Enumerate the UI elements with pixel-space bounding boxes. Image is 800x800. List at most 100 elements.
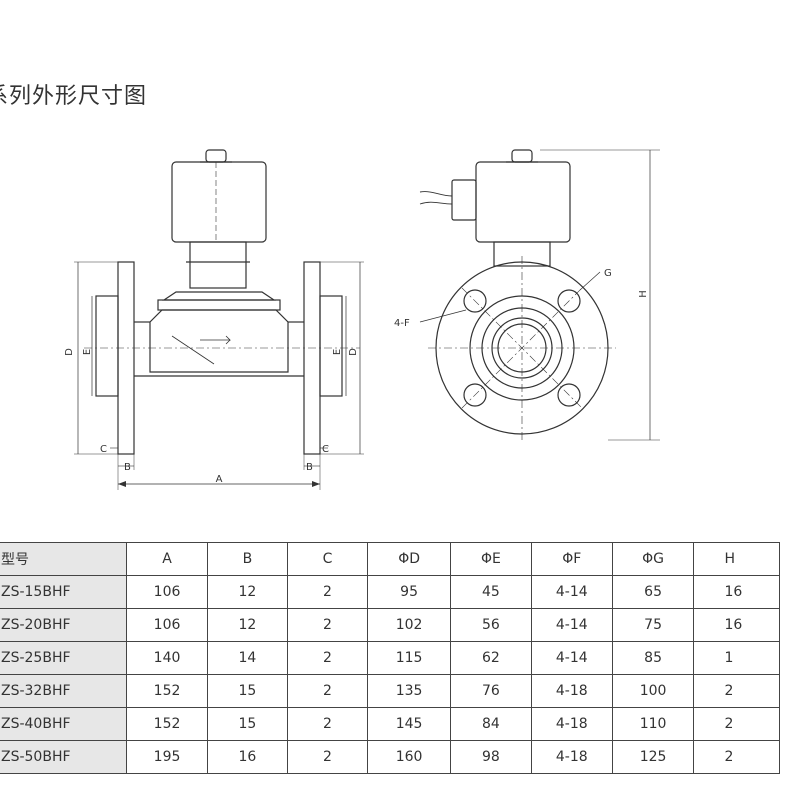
cell-b: 12: [207, 608, 288, 642]
coil-housing: [171, 161, 267, 243]
cell-d: 102: [367, 608, 451, 642]
dim-label-e-right: E: [332, 349, 343, 355]
bolt-hole: [557, 383, 581, 407]
cell-h: 1: [693, 641, 780, 675]
cell-b: 15: [207, 674, 288, 708]
cell-a: 106: [126, 608, 208, 642]
cell-model: ZS-20BHF: [0, 608, 128, 642]
header-e: ΦE: [449, 542, 532, 576]
cell-g: 110: [611, 707, 695, 741]
dimension-spec-table: 型号 A B C ΦD ΦE ΦF ΦG H ZS-15BHF 106 12 2…: [0, 542, 780, 774]
cell-f: 4-18: [530, 707, 613, 741]
valve-body: [149, 309, 289, 373]
coil-cap: [205, 149, 227, 163]
dim-label-b-right: B: [306, 462, 313, 473]
table-row: ZS-40BHF 152 15 2 145 84 4-18 110 2: [0, 707, 780, 741]
cell-a: 106: [126, 575, 208, 609]
cell-d: 115: [367, 641, 451, 675]
bolt-hole: [463, 289, 487, 313]
cell-model: ZS-25BHF: [0, 641, 128, 675]
dim-label-4f: 4-F: [394, 318, 410, 329]
cell-c: 2: [286, 575, 369, 609]
cell-g: 100: [611, 674, 695, 708]
dim-label-c-left: C: [100, 444, 107, 455]
dim-label-d-left: D: [64, 348, 75, 356]
cell-f: 4-14: [530, 608, 613, 642]
cell-f: 4-14: [530, 641, 613, 675]
valve-dimension-drawing: D E D E C C B B A: [64, 149, 660, 490]
dim-label-a: A: [216, 474, 223, 485]
cell-b: 14: [207, 641, 288, 675]
table-row: ZS-20BHF 106 12 2 102 56 4-14 75 16: [0, 608, 780, 642]
cell-b: 15: [207, 707, 288, 741]
cell-h: 2: [693, 674, 780, 708]
cell-e: 62: [449, 641, 532, 675]
cell-model: ZS-50BHF: [0, 740, 128, 774]
cell-c: 2: [286, 707, 369, 741]
side-coil-housing: [475, 161, 571, 243]
cell-b: 16: [207, 740, 288, 774]
right-flange-face: [319, 295, 343, 397]
dim-label-b-left: B: [124, 462, 131, 473]
table-header-row: 型号 A B C ΦD ΦE ΦF ΦG H: [0, 542, 780, 576]
cell-g: 125: [611, 740, 695, 774]
bolt-hole: [557, 289, 581, 313]
cell-e: 98: [449, 740, 532, 774]
dim-label-d-right: D: [348, 348, 359, 356]
cell-h: 2: [693, 740, 780, 774]
header-model: 型号: [0, 542, 128, 576]
page-title: 系列外形尺寸图: [0, 84, 148, 109]
cell-e: 76: [449, 674, 532, 708]
left-flange-face: [95, 295, 119, 397]
cell-f: 4-18: [530, 740, 613, 774]
cell-e: 56: [449, 608, 532, 642]
front-view: [74, 149, 364, 490]
cell-b: 12: [207, 575, 288, 609]
header-g: ΦG: [611, 542, 695, 576]
cell-e: 45: [449, 575, 532, 609]
bolt-hole: [463, 383, 487, 407]
side-view: [419, 149, 660, 441]
cell-h: 2: [693, 707, 780, 741]
cell-g: 85: [611, 641, 695, 675]
table-row: ZS-50BHF 195 16 2 160 98 4-18 125 2: [0, 740, 780, 774]
right-flange: [303, 261, 321, 455]
cell-model: ZS-32BHF: [0, 674, 128, 708]
cell-f: 4-18: [530, 674, 613, 708]
cell-c: 2: [286, 674, 369, 708]
header-a: A: [126, 542, 208, 576]
left-flange: [117, 261, 135, 455]
valve-stem: [189, 241, 247, 289]
header-d: ΦD: [367, 542, 451, 576]
front-view-labels: D E D E C C B B A: [64, 348, 359, 485]
cell-h: 16: [693, 608, 780, 642]
header-c: C: [286, 542, 369, 576]
cell-a: 140: [126, 641, 208, 675]
table-row: ZS-25BHF 140 14 2 115 62 4-14 85 1: [0, 641, 780, 675]
cell-a: 152: [126, 707, 208, 741]
cable-connector: [451, 179, 477, 221]
cell-d: 160: [367, 740, 451, 774]
header-h: H: [693, 542, 780, 576]
cell-a: 195: [126, 740, 208, 774]
cell-e: 84: [449, 707, 532, 741]
cell-model: ZS-40BHF: [0, 707, 128, 741]
cell-g: 65: [611, 575, 695, 609]
side-view-labels: 4-F G H: [394, 268, 649, 329]
cell-f: 4-14: [530, 575, 613, 609]
table-row: ZS-15BHF 106 12 2 95 45 4-14 65 16: [0, 575, 780, 609]
cell-c: 2: [286, 641, 369, 675]
header-b: B: [207, 542, 288, 576]
cell-a: 152: [126, 674, 208, 708]
cell-g: 75: [611, 608, 695, 642]
valve-bonnet: [157, 299, 281, 311]
cell-h: 16: [693, 575, 780, 609]
cell-c: 2: [286, 740, 369, 774]
cell-c: 2: [286, 608, 369, 642]
table-row: ZS-32BHF 152 15 2 135 76 4-18 100 2: [0, 674, 780, 708]
header-f: ΦF: [530, 542, 613, 576]
cell-model: ZS-15BHF: [0, 575, 128, 609]
cell-d: 145: [367, 707, 451, 741]
dim-label-e-left: E: [82, 349, 93, 355]
cell-d: 135: [367, 674, 451, 708]
